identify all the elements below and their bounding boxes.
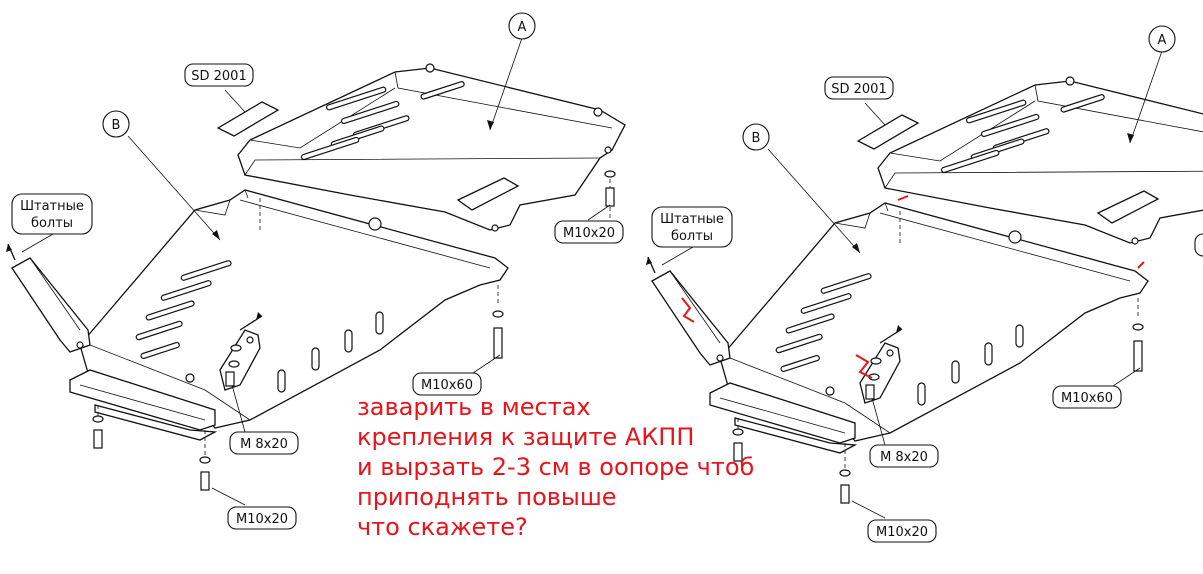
note-line: крепления к защите АКПП xyxy=(357,423,695,451)
label-stock-bolts-1-right: Штатные xyxy=(660,212,724,227)
assembly-right xyxy=(645,25,1203,543)
note-text: заварить в местах крепления к защите АКП… xyxy=(357,392,754,542)
note-line: что скажете? xyxy=(357,513,528,541)
label-m10x60-left: M10x60 xyxy=(421,378,473,393)
note-line: приподнять повыше xyxy=(357,483,617,511)
label-sd-left: SD 2001 xyxy=(191,69,246,84)
label-b-left: B xyxy=(112,118,121,133)
label-m10x20-top-left: M10x20 xyxy=(563,226,615,241)
label-a-left: A xyxy=(518,20,527,35)
label-m8x20-right: M 8x20 xyxy=(880,450,928,465)
note-line: и вырзать 2-3 см в оопоре чтоб xyxy=(357,453,755,481)
label-stock-bolts-1-left: Штатные xyxy=(20,199,84,214)
label-stock-bolts-2-left: болты xyxy=(31,216,73,231)
label-sd-right: SD 2001 xyxy=(831,82,886,97)
label-a-right: A xyxy=(1158,33,1167,48)
weld-mark xyxy=(681,195,1145,379)
label-m8x20-left: M 8x20 xyxy=(240,437,288,452)
label-m10x60-right: M10x60 xyxy=(1061,391,1113,406)
label-b-right: B xyxy=(752,131,761,146)
label-m10x20-bottom-left: M10x20 xyxy=(236,512,288,527)
label-stock-bolts-2-right: болты xyxy=(671,229,713,244)
label-m10x20-bottom-right: M10x20 xyxy=(876,525,928,540)
note-line: заварить в местах xyxy=(357,393,591,421)
